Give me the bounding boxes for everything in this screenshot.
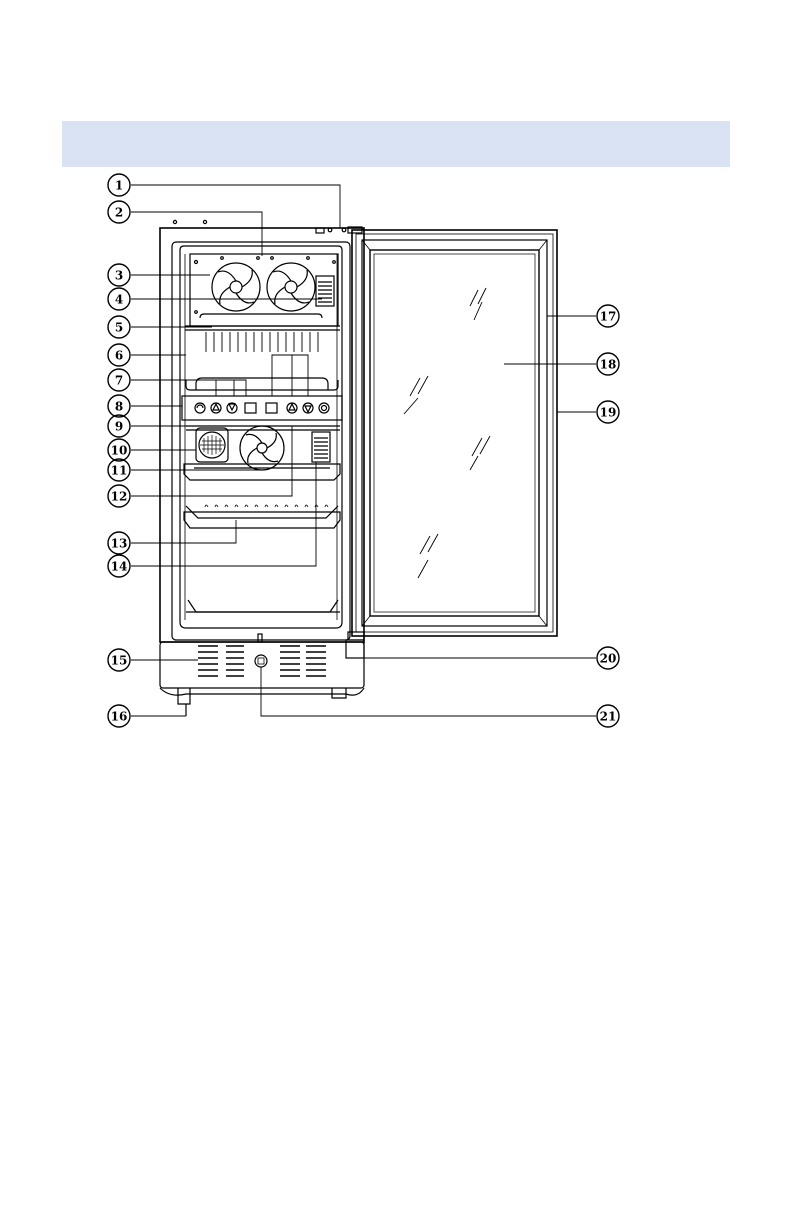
leveling-feet [178, 688, 346, 716]
base-grille [160, 634, 364, 695]
callout-7: 7 [108, 369, 130, 391]
svg-text:3: 3 [115, 269, 123, 283]
svg-text:13: 13 [111, 537, 128, 551]
callout-9: 9 [108, 415, 130, 437]
callout-21: 21 [597, 705, 619, 727]
shelf-bottom [186, 600, 340, 612]
callout-2: 2 [108, 201, 130, 223]
svg-text:4: 4 [115, 293, 123, 307]
svg-text:2: 2 [115, 206, 123, 220]
svg-text:19: 19 [600, 406, 617, 420]
svg-text:8: 8 [115, 400, 123, 414]
callout-15: 15 [108, 649, 130, 671]
top-light [316, 276, 334, 306]
svg-text:9: 9 [115, 420, 123, 434]
callout-10: 10 [108, 439, 130, 461]
callout-5: 5 [108, 316, 130, 338]
svg-text:12: 12 [111, 490, 128, 504]
callout-13: 13 [108, 532, 130, 554]
svg-text:15: 15 [111, 654, 128, 668]
svg-text:21: 21 [600, 710, 617, 724]
callout-6: 6 [108, 344, 130, 366]
callout-20: 20 [597, 647, 619, 669]
svg-text:6: 6 [115, 349, 123, 363]
callout-1: 1 [108, 174, 130, 196]
callout-3: 3 [108, 264, 130, 286]
glass-door [316, 227, 557, 640]
svg-text:1: 1 [115, 179, 123, 193]
callout-18: 18 [597, 353, 619, 375]
callout-17: 17 [597, 305, 619, 327]
cabinet [160, 220, 364, 642]
svg-text:18: 18 [600, 358, 617, 372]
top-fan-left [212, 263, 260, 311]
callout-4: 4 [108, 288, 130, 310]
callout-12: 12 [108, 485, 130, 507]
shelf-lower [184, 505, 340, 528]
callout-14: 14 [108, 555, 130, 577]
shelf-middle [184, 464, 340, 480]
svg-text:5: 5 [115, 321, 123, 335]
svg-text:16: 16 [111, 710, 128, 724]
lock-icon [255, 655, 267, 667]
upper-shelf [185, 314, 340, 352]
svg-text:7: 7 [115, 374, 123, 388]
svg-text:14: 14 [111, 560, 128, 574]
callout-16: 16 [108, 705, 130, 727]
control-panel [182, 378, 342, 420]
callout-19: 19 [597, 401, 619, 423]
svg-text:17: 17 [600, 310, 617, 324]
top-fan-right [267, 263, 315, 311]
svg-text:20: 20 [600, 652, 617, 666]
svg-text:10: 10 [111, 444, 128, 458]
callout-8: 8 [108, 395, 130, 417]
callout-11: 11 [108, 459, 130, 481]
glass-reflections [404, 288, 490, 578]
svg-text:11: 11 [111, 464, 128, 478]
